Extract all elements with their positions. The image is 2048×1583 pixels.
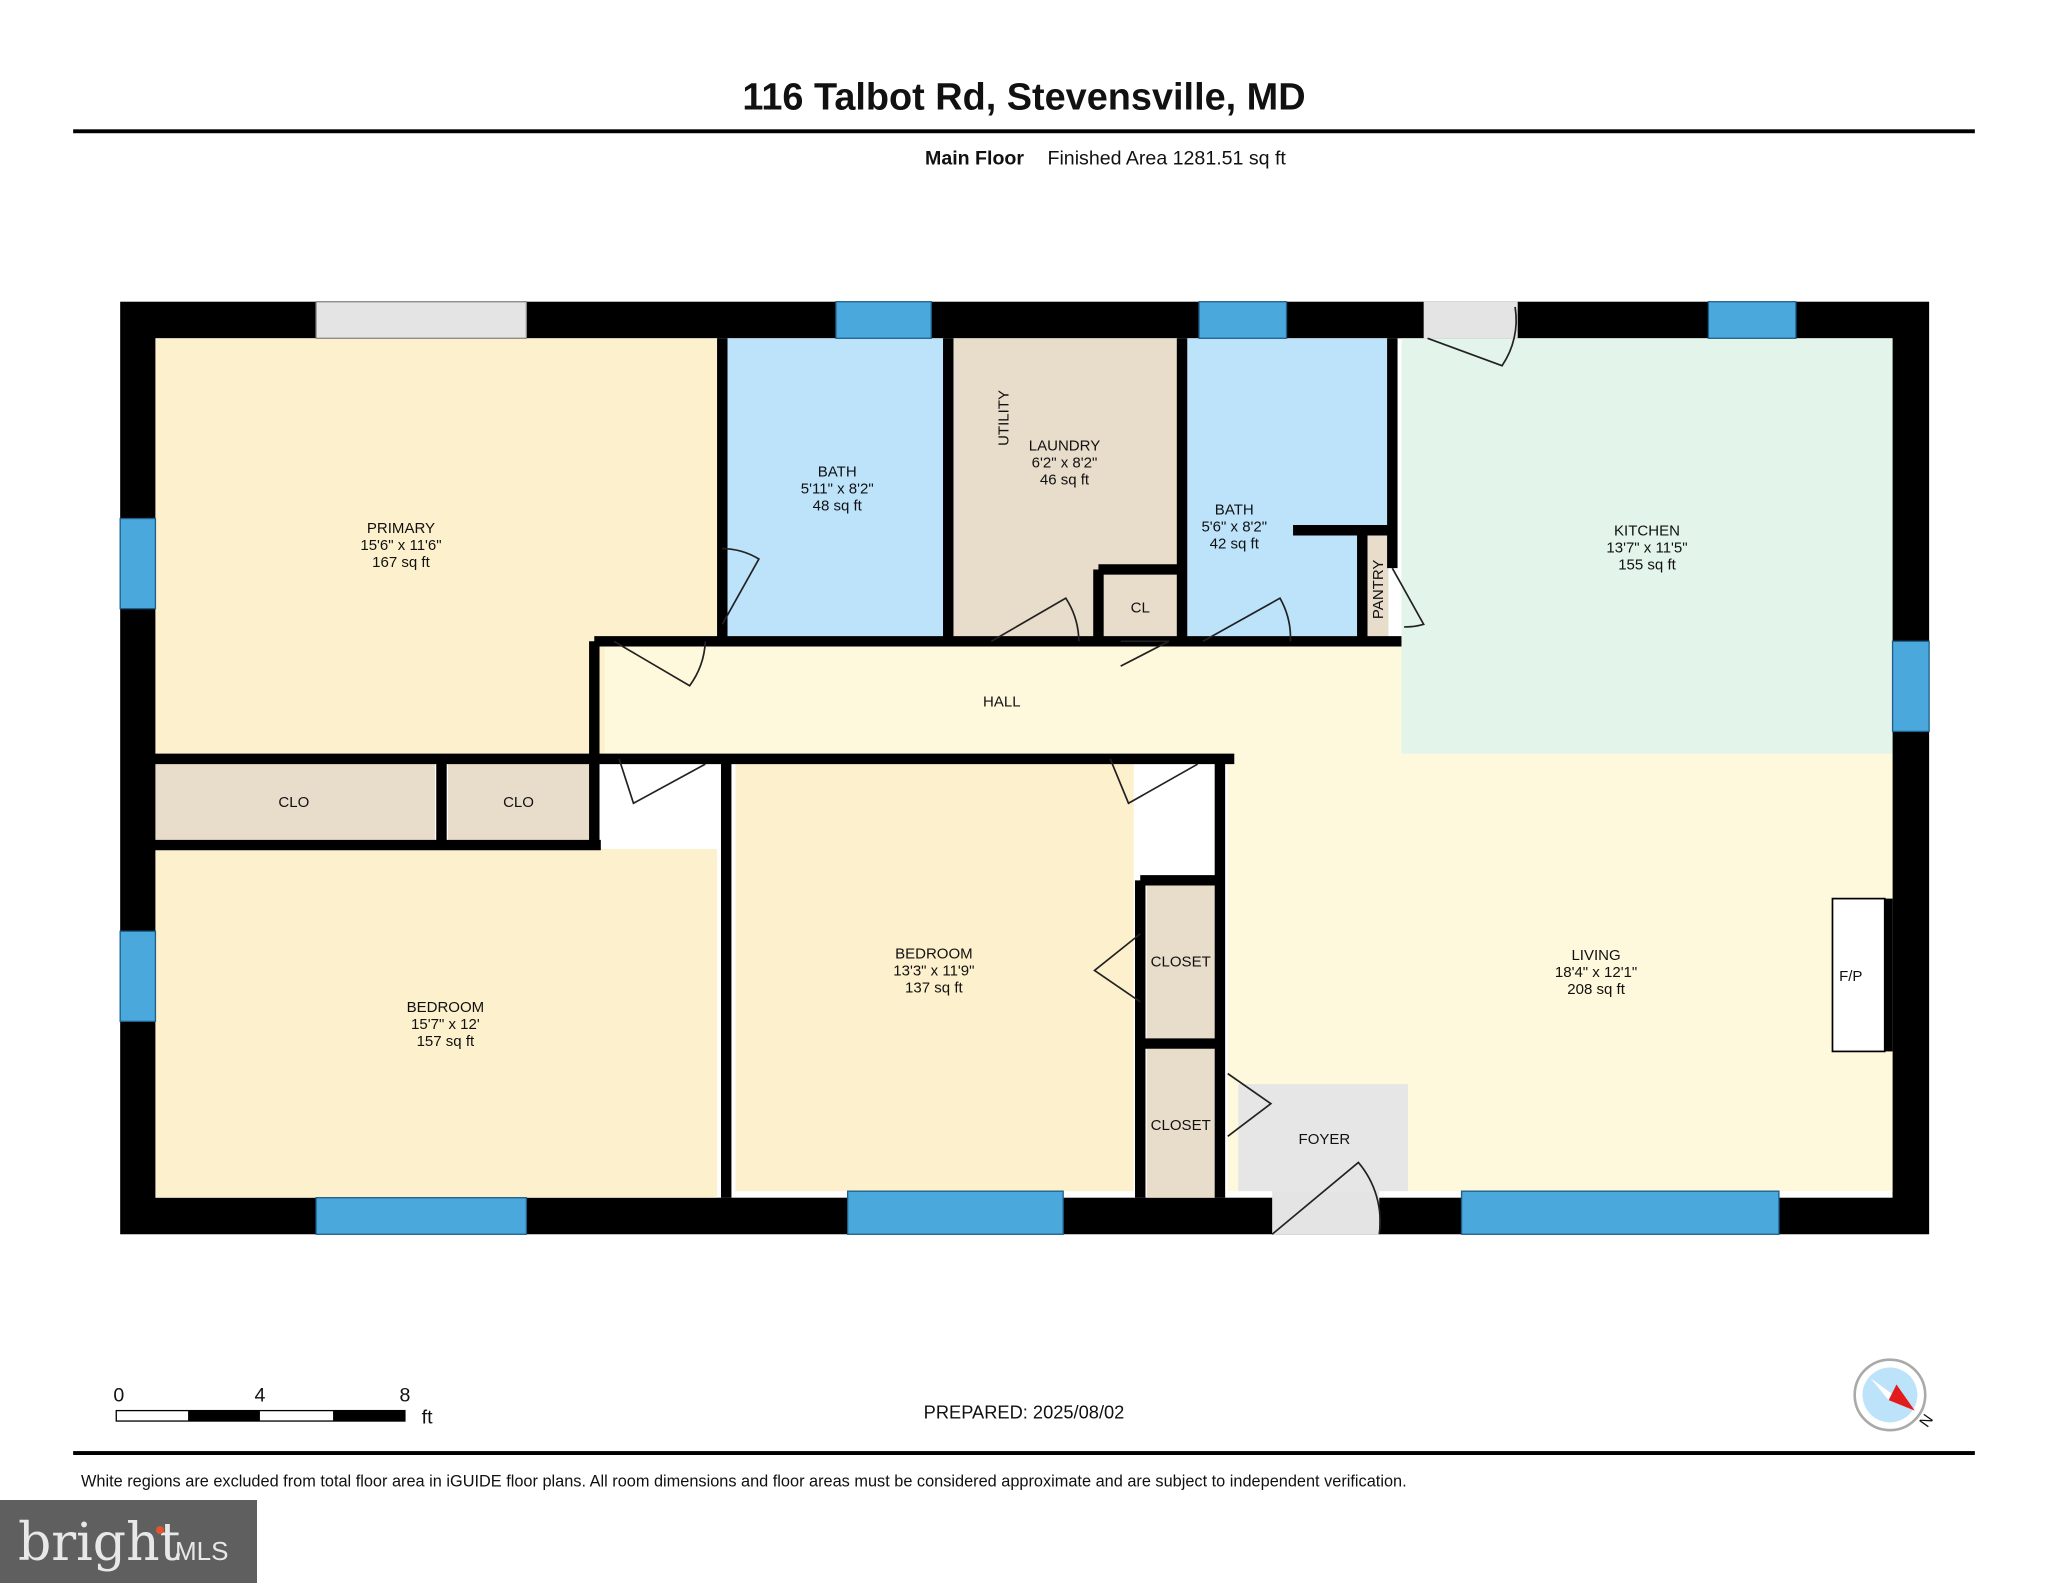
window (1198, 301, 1288, 339)
compass-north-label: N (1917, 1412, 1937, 1431)
room-dims: 5'11" x 8'2" (801, 481, 874, 498)
room-name: LAUNDRY (1029, 438, 1101, 455)
room-dims: 5'6" x 8'2" (1201, 519, 1267, 536)
closet-label: CLOSET (1151, 1117, 1211, 1134)
room-dims: 18'4" x 12'1" (1555, 964, 1637, 981)
room-name: BATH (818, 464, 857, 481)
room-name: PRIMARY (367, 520, 435, 537)
room-area: 155 sq ft (1618, 556, 1676, 573)
room-closet-2 (1146, 1048, 1215, 1198)
hall-label: HALL (983, 694, 1021, 711)
room-bath-2 (1185, 338, 1388, 637)
rooms (155, 338, 1893, 1198)
room-hall (604, 646, 1402, 754)
room-area: 167 sq ft (372, 554, 430, 571)
room-clo-2 (448, 764, 592, 840)
room-dims: 6'2" x 8'2" (1032, 455, 1098, 472)
room-area: 208 sq ft (1567, 981, 1625, 998)
room-area: 157 sq ft (417, 1033, 475, 1050)
room-area: 42 sq ft (1210, 536, 1260, 553)
window (1891, 640, 1930, 733)
room-name: KITCHEN (1614, 523, 1680, 540)
window (835, 301, 932, 339)
door-swings (613, 306, 1518, 1235)
windows (119, 301, 1930, 1235)
room-bedroom-2 (735, 764, 1134, 1192)
room-area: 48 sq ft (813, 498, 863, 515)
window (847, 1190, 1064, 1235)
disclaimer: White regions are excluded from total fl… (81, 1472, 1407, 1490)
pantry-label: PANTRY (1370, 560, 1387, 620)
room-area: 137 sq ft (905, 980, 963, 997)
entry-door (1272, 1191, 1380, 1235)
room-name: BATH (1215, 502, 1254, 519)
scale-tick: 0 (113, 1384, 124, 1406)
svg-text:MLS: MLS (175, 1536, 228, 1566)
scale-unit: ft (422, 1407, 433, 1429)
compass-icon: N (1853, 1358, 1937, 1432)
room-name: BEDROOM (895, 946, 973, 963)
page-title: 116 Talbot Rd, Stevensville, MD (742, 77, 1305, 119)
bright-mls-logo: bright MLS (0, 1500, 257, 1583)
window (315, 1197, 528, 1235)
room-clo-1 (155, 764, 435, 840)
footer-rule (73, 1451, 1975, 1456)
room-labels: PRIMARY 15'6" x 11'6" 167 sq ft BATH 5'1… (278, 390, 1862, 1148)
window (119, 930, 157, 1023)
room-bedroom-1 (155, 848, 718, 1198)
room-closet-1 (1146, 885, 1215, 1039)
room-dims: 13'7" x 11'5" (1606, 539, 1687, 556)
room-name: LIVING (1571, 947, 1620, 964)
door-opening (1423, 301, 1518, 339)
cl-label: CL (1131, 600, 1150, 617)
window (119, 517, 157, 610)
room-pantry (1367, 535, 1389, 637)
interior-walls (150, 338, 1893, 1198)
room-kitchen (1401, 338, 1893, 754)
finished-area: Finished Area 1281.51 sq ft (1048, 148, 1287, 170)
scale-tick: 8 (399, 1384, 410, 1406)
room-foyer (1238, 1084, 1408, 1192)
room-dims: 13'3" x 11'9" (893, 963, 974, 980)
closet-label: CLOSET (1151, 954, 1211, 971)
prepared-date: PREPARED: 2025/08/02 (924, 1401, 1125, 1422)
room-dims: 15'6" x 11'6" (360, 537, 441, 554)
clo-label: CLO (278, 794, 309, 811)
room-dims: 15'7" x 12' (411, 1016, 480, 1033)
room-area: 46 sq ft (1040, 472, 1090, 489)
sliding-door (315, 301, 528, 339)
svg-text:bright: bright (18, 1513, 181, 1573)
room-cl (1103, 574, 1179, 637)
fireplace-label: F/P (1839, 968, 1862, 985)
scale-tick: 4 (254, 1384, 265, 1406)
window (1460, 1190, 1780, 1235)
utility-label: UTILITY (995, 390, 1012, 446)
foyer-label: FOYER (1299, 1131, 1351, 1148)
title-rule (73, 129, 1975, 134)
window (1707, 301, 1797, 339)
room-name: BEDROOM (407, 999, 485, 1016)
scale-bar: 0 4 8 ft (113, 1384, 433, 1428)
clo-label: CLO (503, 794, 534, 811)
floor-name: Main Floor (925, 148, 1024, 170)
room-bath-1 (727, 338, 945, 637)
